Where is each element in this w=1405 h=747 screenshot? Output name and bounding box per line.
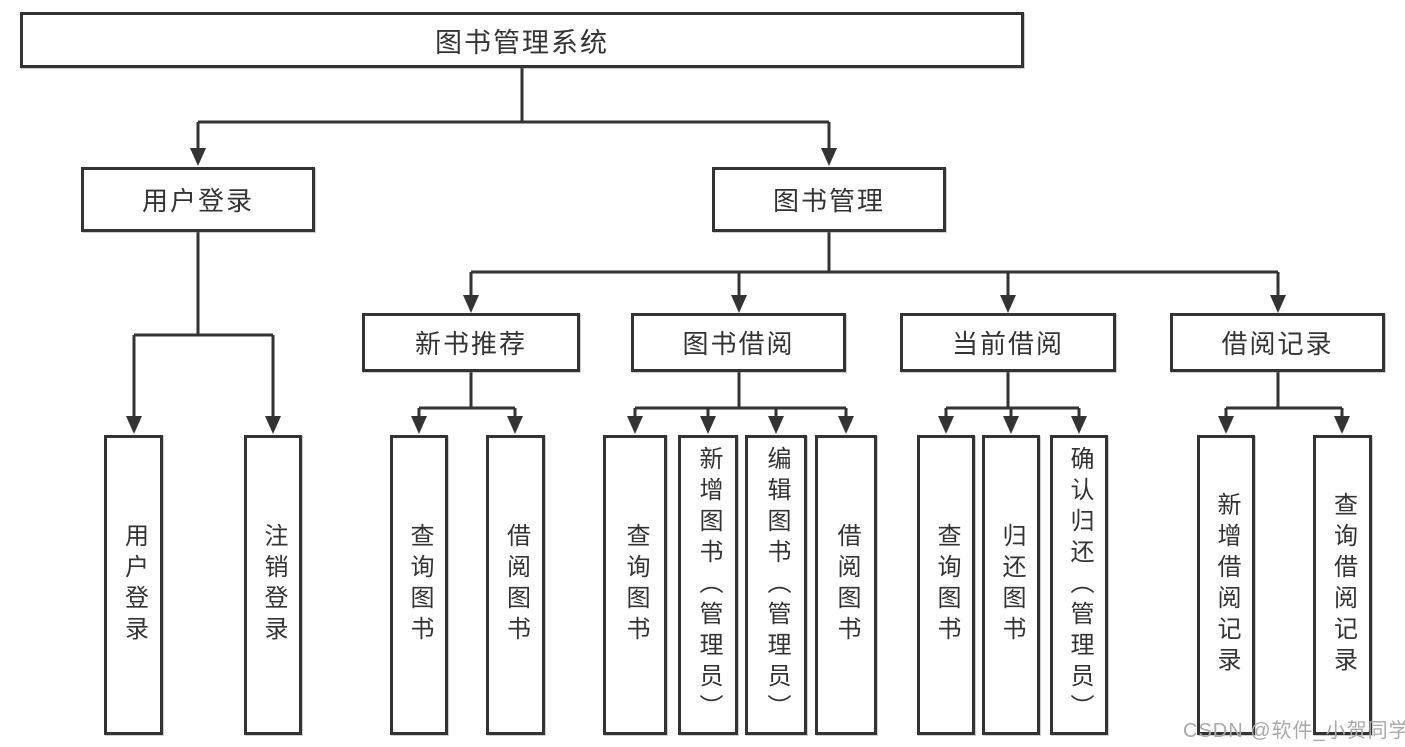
leaf-query-books-borrow: 查询图书: [603, 435, 667, 735]
node-borrowing-records: 借阅记录: [1170, 313, 1385, 372]
leaf-label: 借阅图书: [502, 523, 530, 647]
leaf-label: 归还图书: [998, 523, 1025, 647]
leaf-logout: 注销登录: [244, 435, 302, 735]
node-book-management: 图书管理: [712, 167, 946, 232]
leaf-label: 确认归还（管理员）: [1066, 445, 1093, 725]
leaf-borrow-books: 借阅图书: [815, 435, 877, 735]
leaf-label: 注销登录: [260, 523, 287, 647]
leaf-query-books-current: 查询图书: [917, 435, 975, 735]
leaf-label: 查询借阅记录: [1329, 492, 1357, 678]
leaf-label: 查询图书: [622, 523, 649, 647]
leaf-edit-books-admin: 编辑图书（管理员）: [745, 435, 807, 735]
leaf-query-borrow-record: 查询借阅记录: [1313, 435, 1372, 735]
leaf-label: 新增图书（管理员）: [695, 445, 722, 725]
leaf-query-books-recommend: 查询图书: [390, 435, 448, 735]
node-library-system: 图书管理系统: [20, 12, 1024, 68]
csdn-watermark: CSDN @软件_小贺同学: [1183, 720, 1405, 742]
leaf-borrow-books-recommend: 借阅图书: [486, 435, 545, 735]
leaf-add-books-admin: 新增图书（管理员）: [678, 435, 738, 735]
arrowheads: [126, 148, 1350, 434]
leaf-label: 用户登录: [120, 523, 148, 647]
leaf-add-borrow-record: 新增借阅记录: [1197, 435, 1255, 735]
node-book-borrowing: 图书借阅: [631, 313, 846, 372]
node-new-book-recommendation: 新书推荐: [362, 313, 580, 372]
leaf-label: 借阅图书: [833, 523, 860, 647]
node-current-borrowing: 当前借阅: [900, 313, 1116, 372]
leaf-label: 新增借阅记录: [1213, 492, 1240, 678]
leaf-confirm-return-admin: 确认归还（管理员）: [1050, 435, 1108, 735]
leaf-return-books: 归还图书: [982, 435, 1040, 735]
leaf-label: 查询图书: [406, 523, 433, 647]
node-user-login: 用户登录: [81, 167, 315, 232]
leaf-label: 查询图书: [933, 523, 960, 647]
leaf-label: 编辑图书（管理员）: [763, 445, 790, 725]
leaf-user-login: 用户登录: [104, 435, 163, 735]
